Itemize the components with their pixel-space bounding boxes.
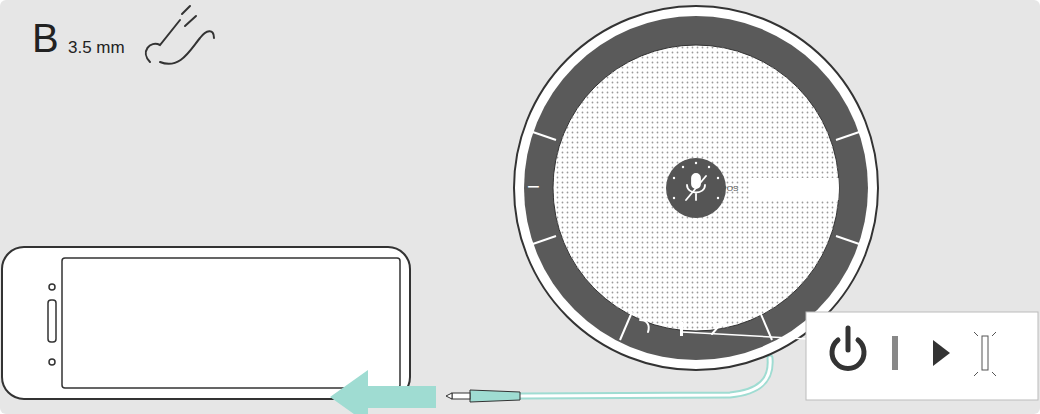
button-symbol: +: [802, 175, 815, 197]
brand-label: EPOS: [716, 185, 738, 193]
smartphone: [2, 247, 410, 399]
led-inset: [806, 312, 1038, 400]
panel-letter: B: [32, 18, 59, 58]
direction-arrow: [330, 370, 436, 414]
button-symbol: −: [527, 176, 540, 198]
dimension-label: 3.5 mm: [68, 39, 125, 56]
cable-icon: [146, 6, 214, 64]
